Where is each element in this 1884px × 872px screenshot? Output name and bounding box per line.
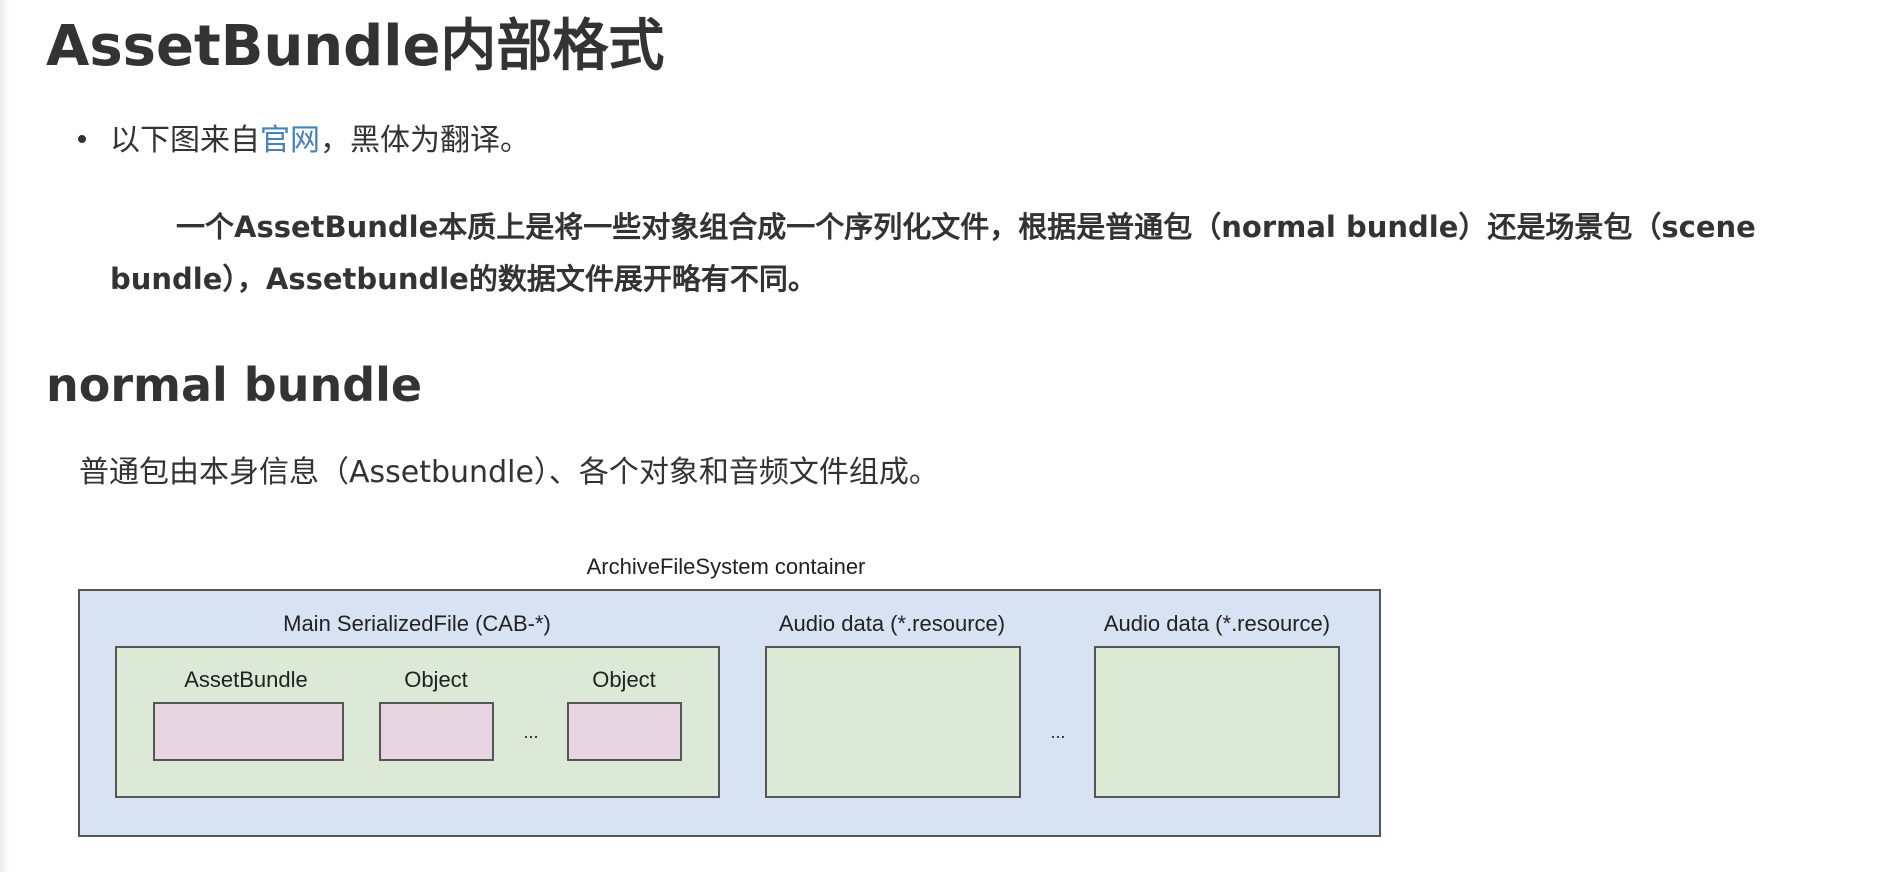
main-file-label: Main SerializedFile (CAB-*) <box>283 611 551 636</box>
section-heading: normal bundle <box>46 358 423 412</box>
translation-quote: 一个AssetBundle本质上是将一些对象组合成一个序列化文件，根据是普通包（… <box>110 210 1756 296</box>
list-item-suffix: ，黑体为翻译。 <box>320 123 530 158</box>
audio-label-2: Audio data (*.resource) <box>1104 611 1330 636</box>
asset-bundle-box <box>153 702 344 761</box>
asset-bundle-label: AssetBundle <box>184 667 308 692</box>
official-site-link[interactable]: 官网 <box>260 123 320 158</box>
list-item: 以下图来自官网，黑体为翻译。 <box>78 120 530 162</box>
object-box-1 <box>379 702 494 761</box>
list-item-prefix: 以下图来自 <box>110 123 260 158</box>
object-label-1: Object <box>404 667 468 692</box>
section-paragraph: 普通包由本身信息（Assetbundle）、各个对象和音频文件组成。 <box>79 455 939 490</box>
object-label-2: Object <box>592 667 656 692</box>
audio-box-1 <box>765 646 1021 798</box>
audio-box-2 <box>1094 646 1340 798</box>
bullet-icon <box>78 134 86 143</box>
audio-label-1: Audio data (*.resource) <box>779 611 1005 636</box>
container-box <box>78 589 1381 837</box>
object-box-2 <box>567 702 682 761</box>
page-title: AssetBundle内部格式 <box>46 14 665 79</box>
inner-ellipsis: ... <box>523 722 538 742</box>
container-label: ArchiveFileSystem container <box>587 554 866 579</box>
page-left-edge <box>0 0 10 872</box>
outer-ellipsis: ... <box>1050 722 1065 742</box>
main-file-box <box>115 646 720 798</box>
